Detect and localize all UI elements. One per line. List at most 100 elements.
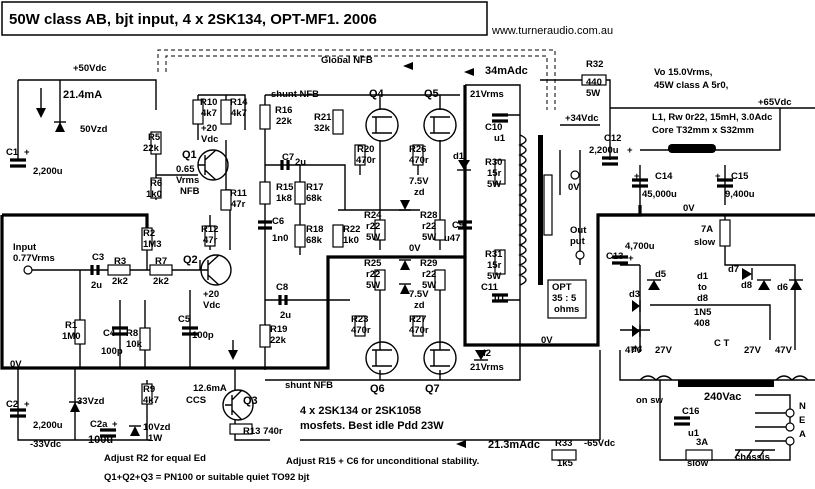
component-label: R30: [485, 157, 502, 168]
component-label: 5W: [586, 88, 600, 99]
component-label: u47: [444, 233, 460, 244]
component-label: NFB: [180, 186, 200, 197]
component-label: 440: [586, 77, 602, 88]
component-label: N: [799, 401, 806, 412]
component-label: 2,200u: [33, 166, 63, 177]
component-label: R26: [409, 144, 426, 155]
component-label: R32: [586, 59, 603, 70]
component-label: R20: [357, 144, 374, 155]
component-label: 0V: [409, 243, 421, 254]
component-label: +50Vdc: [73, 63, 107, 74]
component-label: R5: [148, 132, 161, 143]
component-label: 47r: [231, 199, 246, 210]
component-label: 5W: [487, 271, 501, 282]
component-label: 2k2: [153, 276, 169, 287]
component-label: R18: [306, 224, 323, 235]
component-label: 10k: [126, 339, 143, 350]
component-label: Q6: [370, 383, 385, 395]
component-label: 7.5V: [409, 176, 429, 187]
component-label: shunt NFB: [271, 89, 319, 100]
component-label: 5W: [422, 280, 436, 291]
component-label: R13 740r: [243, 426, 283, 437]
component-label: +65Vdc: [758, 97, 792, 108]
component-label: Vdc: [201, 134, 218, 145]
component-label: 68k: [306, 193, 323, 204]
component-label: chassis: [735, 452, 770, 463]
component-label: on sw: [636, 395, 664, 406]
component-label: 0.77Vrms: [13, 253, 55, 264]
component-label: 10Vzd: [143, 422, 171, 433]
component-label: CCS: [186, 395, 206, 406]
component-label: 47V: [625, 345, 643, 356]
component-label: R24: [364, 210, 382, 221]
component-label: u1: [494, 293, 506, 304]
component-label: 15r: [487, 168, 502, 179]
component-label: Q7: [425, 383, 440, 395]
component-labels: +50Vdc21.4mA50VzdC1+2,200uR522kR61k0R104…: [6, 55, 806, 483]
terminals: [23, 265, 795, 446]
component-label: R9: [143, 384, 155, 395]
component-label: R22: [343, 224, 360, 235]
component-label: R21: [314, 112, 332, 123]
component-label: C16: [682, 406, 699, 417]
component-label: zd: [414, 300, 425, 311]
component-label: 1k0: [343, 235, 359, 246]
component-label: Q4: [369, 88, 385, 100]
component-label: +: [628, 253, 634, 264]
component-label: 1n0: [272, 233, 288, 244]
component-label: 47V: [775, 345, 793, 356]
component-label: u1: [688, 428, 700, 439]
component-label: R23: [351, 314, 368, 325]
component-label: 1N5: [694, 307, 712, 318]
component-label: R31: [485, 249, 503, 260]
component-label: 3A: [696, 437, 708, 448]
component-label: R19: [270, 324, 287, 335]
component-label: 4 x 2SK134 or 2SK1058: [300, 405, 421, 417]
component-label: R2: [143, 228, 155, 239]
component-label: 22k: [270, 335, 287, 346]
component-label: Q3: [243, 395, 258, 407]
component-label: +34Vdc: [565, 113, 599, 124]
resistors: [74, 74, 607, 461]
component-label: R28: [420, 210, 437, 221]
component-label: 470r: [356, 155, 376, 166]
component-label: +20: [201, 123, 217, 134]
component-label: C10: [485, 122, 502, 133]
component-label: 0V: [568, 182, 580, 193]
component-label: 15r: [487, 260, 502, 271]
component-label: d6: [777, 282, 788, 293]
component-label: 9,400u: [725, 189, 755, 200]
component-label: 1W: [148, 433, 162, 444]
transistors: [197, 108, 457, 421]
component-label: d8: [697, 293, 708, 304]
component-label: C7: [282, 152, 294, 163]
component-label: C5: [178, 314, 191, 325]
component-label: 5W: [422, 232, 436, 243]
component-label: +20: [203, 289, 219, 300]
component-label: 21Vrms: [470, 362, 504, 373]
component-label: C T: [714, 338, 730, 349]
component-label: 5W: [366, 280, 380, 291]
component-label: 32k: [314, 123, 331, 134]
component-label: 0.65: [176, 164, 195, 175]
component-label: -65Vdc: [584, 438, 615, 449]
component-label: 27V: [655, 345, 673, 356]
component-label: 27V: [744, 345, 762, 356]
component-label: 4k7: [231, 108, 247, 119]
component-label: 21Vrms: [470, 89, 504, 100]
component-label: 100u: [88, 434, 113, 446]
component-label: R12: [201, 224, 218, 235]
component-label: C6: [272, 216, 284, 227]
component-label: r22: [366, 221, 380, 232]
component-label: Adjust R15 + C6 for unconditional stabil…: [286, 456, 479, 467]
component-label: 7.5V: [409, 289, 429, 300]
component-label: 33Vzd: [77, 396, 105, 407]
component-label: +: [715, 171, 721, 182]
component-label: E: [799, 415, 805, 426]
component-label: R25: [364, 258, 382, 269]
component-label: shunt NFB: [285, 380, 333, 391]
component-label: R6: [150, 178, 162, 189]
component-label: R11: [230, 188, 248, 199]
component-label: Q5: [424, 88, 439, 100]
current-arrows: [36, 62, 474, 448]
